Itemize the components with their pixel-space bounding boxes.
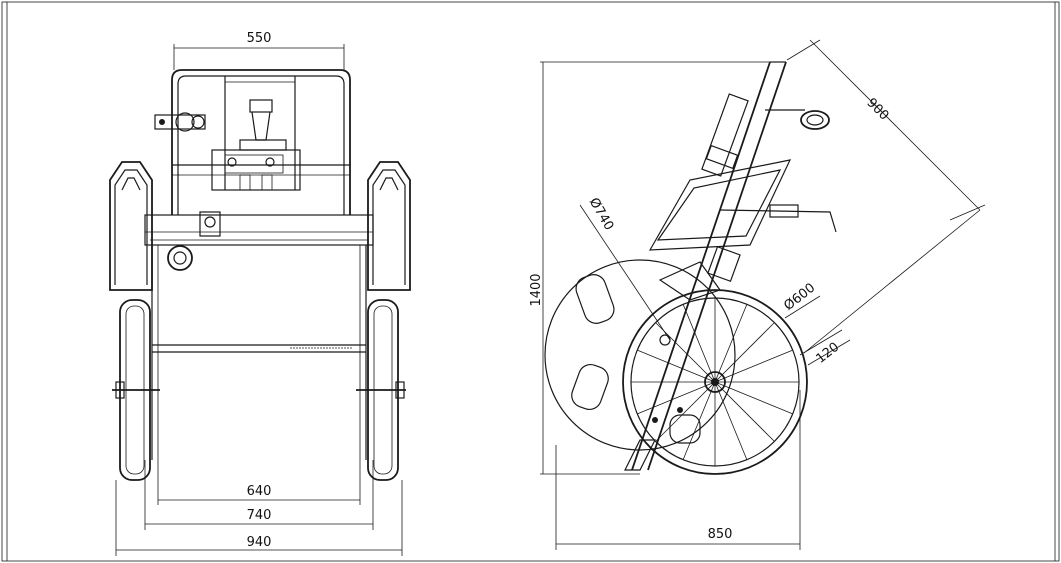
side-dimensions: [540, 39, 986, 550]
nozzle-cap: [249, 99, 273, 113]
dim-reel-diameter: Ø740: [586, 195, 617, 233]
front-view: 550 640 740 940: [109, 31, 411, 556]
dim-wheel-width: 120: [813, 340, 842, 367]
front-coupling: [167, 245, 193, 271]
dim-640: 640: [247, 484, 272, 499]
side-view: 1400 850 900 Ø740 Ø600 120: [529, 39, 986, 550]
side-handle: [631, 61, 837, 471]
top-coupling: [154, 112, 206, 132]
left-wheel-guard: [109, 161, 153, 291]
main-frame: [144, 214, 374, 246]
gauge-block: [211, 149, 301, 191]
dim-900: 900: [863, 95, 891, 123]
front-dimensions: [115, 44, 403, 556]
dim-1400: 1400: [529, 273, 544, 306]
dim-940: 940: [247, 535, 272, 550]
reel-disc: [544, 259, 736, 451]
right-wheel-guard: [367, 161, 411, 291]
dim-850: 850: [708, 527, 733, 542]
dim-740: 740: [247, 508, 272, 523]
dim-550: 550: [247, 31, 272, 46]
side-wheel: [622, 289, 808, 475]
